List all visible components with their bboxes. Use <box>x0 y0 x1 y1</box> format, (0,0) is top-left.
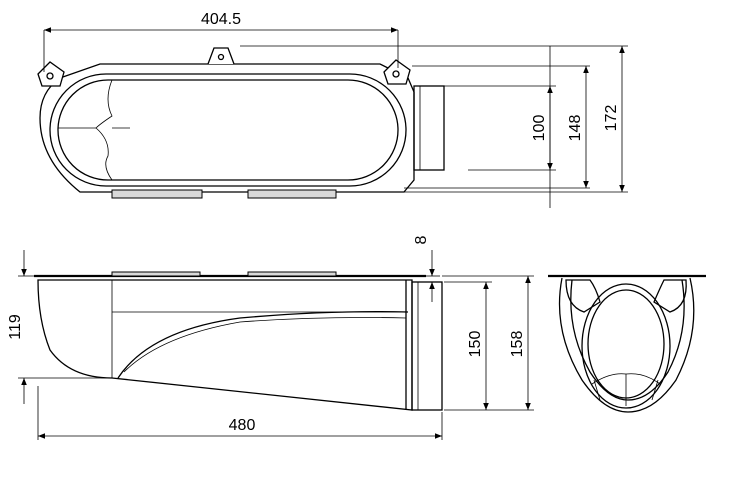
dim-side-150: 150 <box>467 331 484 358</box>
side-view: 119 8 150 158 480 <box>7 235 534 440</box>
dim-side-158: 158 <box>509 331 526 358</box>
dim-length-480: 480 <box>229 417 256 434</box>
top-view: 404.5 100 148 172 <box>37 11 628 208</box>
dim-top-width: 404.5 <box>201 11 241 28</box>
end-view <box>548 274 706 413</box>
dim-height-100: 100 <box>531 115 548 142</box>
dim-side-119: 119 <box>7 314 24 340</box>
dim-side-8: 8 <box>413 235 430 244</box>
left-ear <box>37 61 65 87</box>
right-ear <box>383 59 411 85</box>
dim-height-148: 148 <box>567 115 584 142</box>
top-hook <box>207 47 235 65</box>
dim-height-172: 172 <box>603 105 620 132</box>
